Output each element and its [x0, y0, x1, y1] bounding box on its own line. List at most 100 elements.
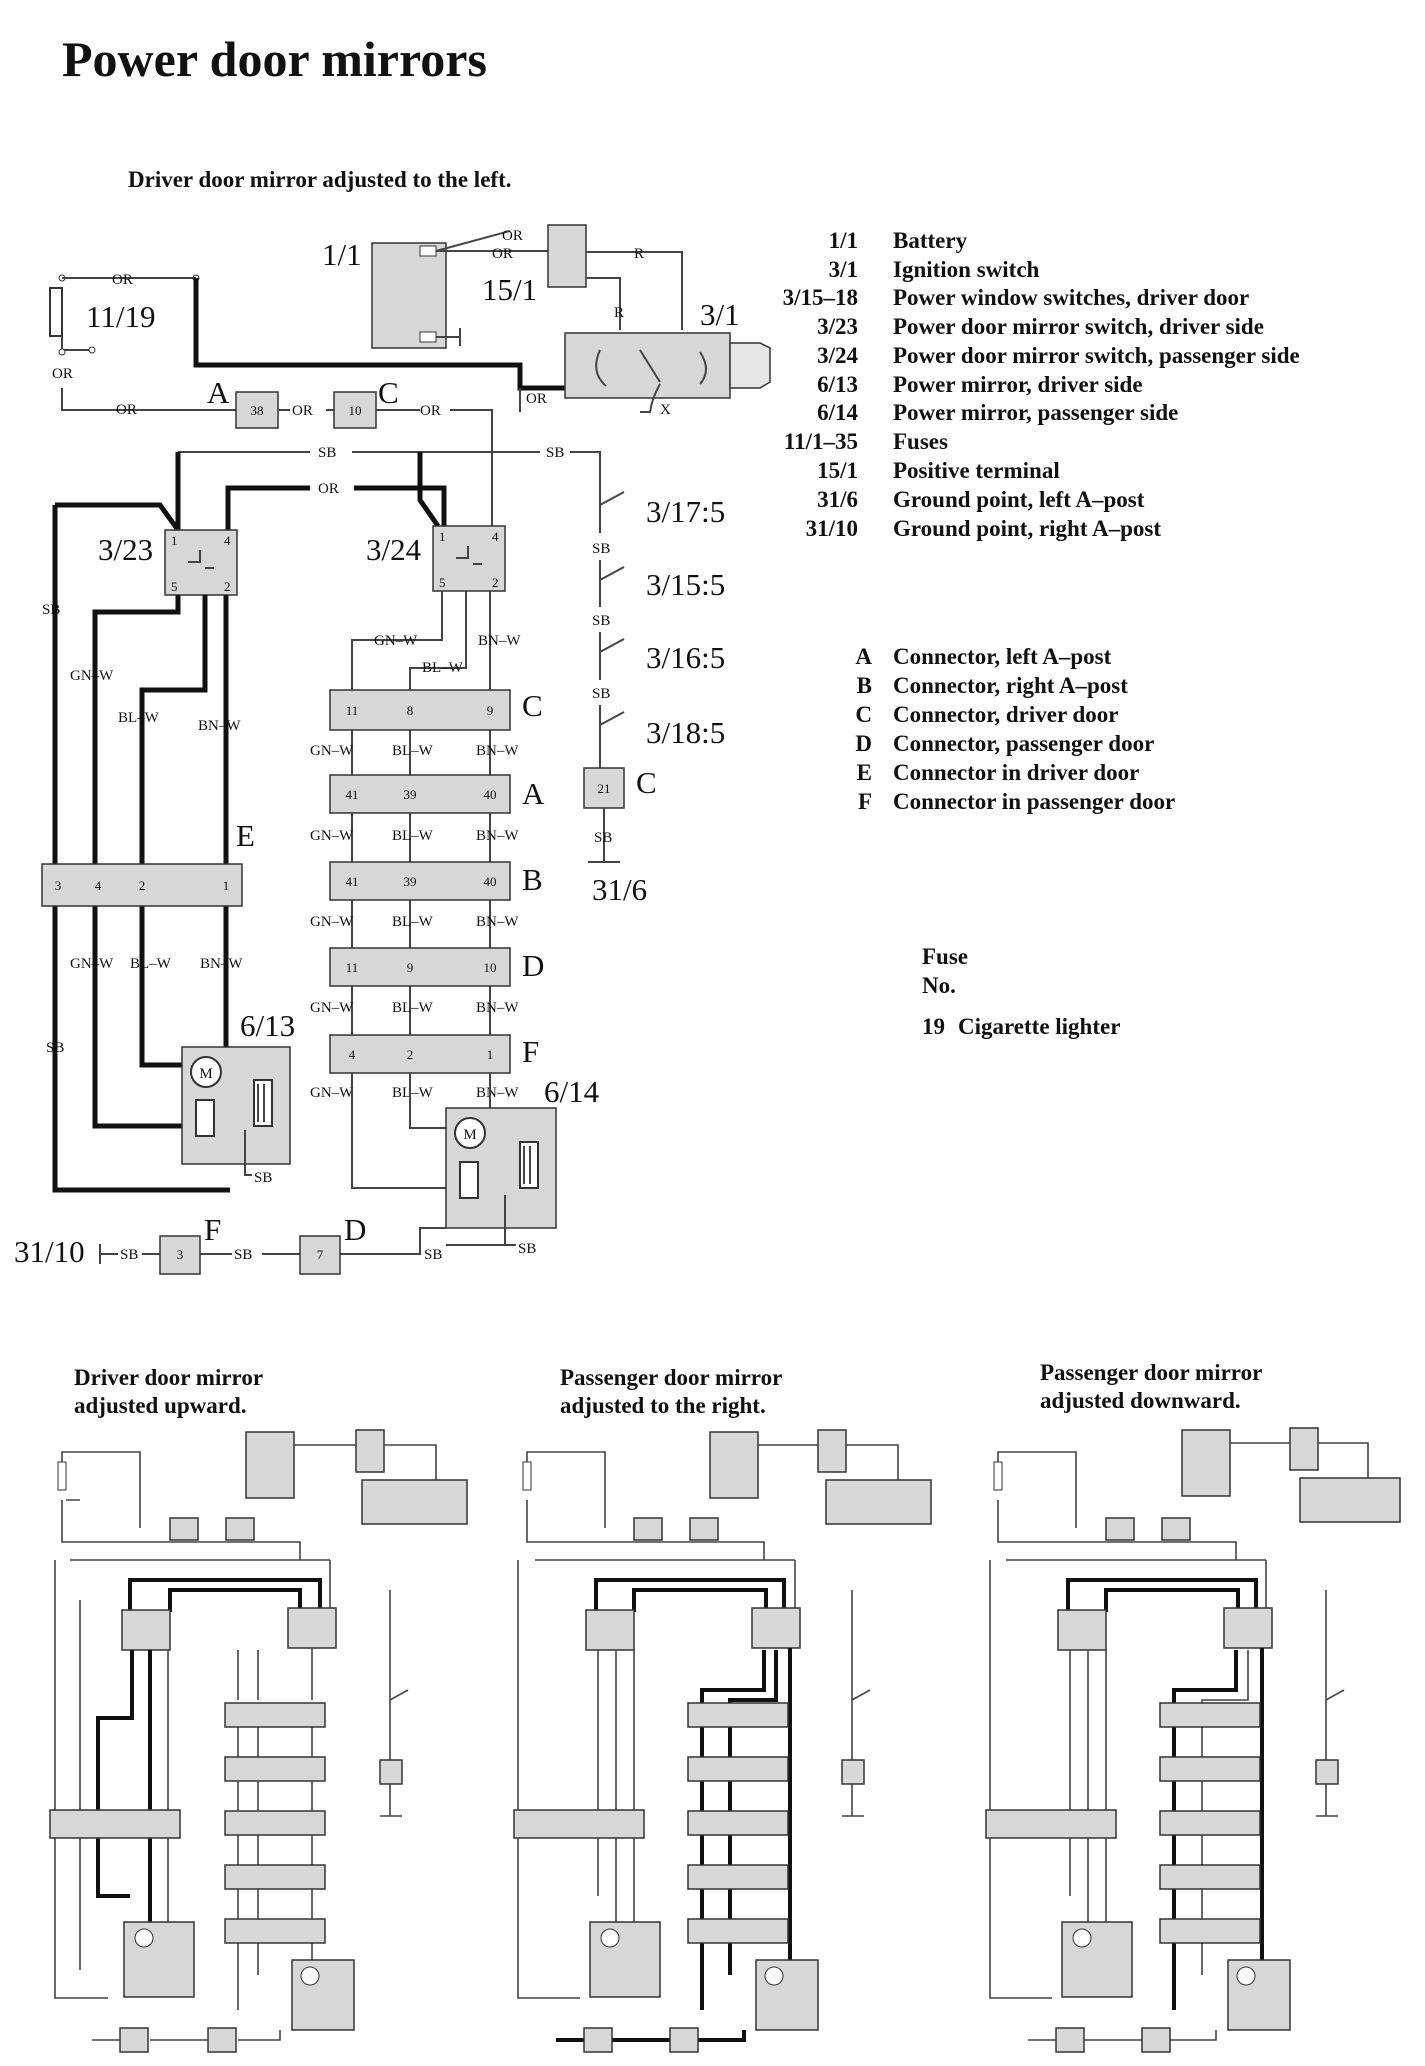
battery-ground: [436, 328, 461, 346]
pin-number: 41: [346, 787, 359, 802]
connector-legend: A Connector, left A–post B Connector, ri…: [855, 644, 1175, 814]
wire-sb-window: [570, 451, 601, 505]
mini-ignition: [361, 1479, 468, 1525]
mini-driver-thin: [597, 1650, 635, 1948]
wire-label-sb: SB: [234, 1247, 252, 1263]
pin-number: 1: [439, 529, 446, 544]
legend-text: Power window switches, driver door: [893, 285, 1249, 310]
feed-3-24-a: [417, 452, 441, 528]
mini-stack-block: [1159, 1864, 1261, 1890]
ignition-label: 3/1: [700, 297, 740, 332]
motor-symbol: [300, 1966, 320, 1986]
mini-stack-block: [1159, 1918, 1261, 1944]
wire-label-gn-w: GN–W: [310, 1000, 354, 1016]
fuse-legend: Fuse No. 19 Cigarette lighter: [922, 944, 1120, 1039]
fuse-output: [61, 336, 92, 351]
pin-number: 4: [224, 533, 231, 548]
wire-label-bn-w: BN–W: [200, 956, 243, 972]
mini-switch-passenger: [1223, 1607, 1273, 1649]
wire-label-sb: SB: [592, 686, 610, 702]
mini-connector-e: [49, 1809, 181, 1839]
mini-caption-2-line2: adjusted to the right.: [560, 1393, 766, 1418]
mini-connector: [1055, 2027, 1085, 2053]
heater-element: [257, 1084, 265, 1122]
wire-label-or: OR: [526, 391, 547, 407]
mini-mirror-passenger: [1227, 1959, 1291, 2031]
mini-connector: [379, 1759, 403, 1785]
motor-symbol: [1072, 1928, 1092, 1948]
connector-d-letter: D: [344, 1212, 366, 1247]
connector-a-letter: A: [207, 375, 230, 410]
wire-label-gn-w: GN–W: [70, 956, 114, 972]
legend-text: Fuses: [893, 429, 948, 454]
wire-label-sb: SB: [546, 445, 564, 461]
wire-label-gn-w: GN–W: [310, 743, 354, 759]
wire-r: [586, 251, 683, 330]
pin-number: 4: [95, 878, 102, 893]
terminal-dot: [88, 346, 96, 354]
mini-pass-thick: [1172, 1648, 1264, 2010]
mini-driver-thin: [79, 1600, 169, 1970]
wire-label-bl-w: BL–W: [392, 743, 434, 759]
pin-number: 38: [251, 403, 264, 418]
legend-text: Ignition switch: [893, 257, 1040, 282]
legend-code: 15/1: [817, 458, 858, 483]
mini-ground-line: [556, 2030, 746, 2042]
connector-f-pin: [159, 1235, 201, 1275]
mini-battery-wires: [294, 1444, 437, 1480]
pin-number: 11: [346, 703, 359, 718]
ignition-switch: [564, 332, 731, 399]
legend-text: Power mirror, driver side: [893, 372, 1143, 397]
pin-number: 2: [492, 575, 499, 590]
wire-label-bn-w: BN–W: [476, 743, 519, 759]
motor-symbol: [1236, 1966, 1256, 1986]
ignition-contacts: [595, 349, 707, 387]
pin-number: 3: [55, 878, 62, 893]
motor-symbol: [134, 1928, 154, 1948]
legend-text: Ground point, right A–post: [893, 516, 1161, 541]
wire-label-or: OR: [52, 366, 73, 382]
mini-connector: [669, 2027, 699, 2053]
wire-label-or: OR: [502, 228, 523, 244]
mini-fuse-lines: [997, 1500, 1266, 1561]
mini-feeds: [128, 1578, 322, 1615]
positive-terminal-label: 15/1: [482, 272, 537, 307]
mini-connector: [841, 1759, 865, 1785]
fuse-symbol: [522, 1461, 532, 1491]
pin-number: 8: [407, 703, 414, 718]
mini-switch-driver: [585, 1609, 635, 1651]
wire-label-sb: SB: [254, 1170, 272, 1186]
connector-text: Connector in driver door: [893, 760, 1139, 785]
mini-diagram-passenger-down: [985, 1427, 1401, 2053]
motor-symbol: [764, 1966, 784, 1986]
wire-label-or: OR: [318, 481, 339, 497]
ground-symbol: [99, 1244, 118, 1264]
legend-code: 3/24: [817, 343, 858, 368]
pin-number: 40: [484, 787, 497, 802]
mini-stack-block: [1159, 1702, 1261, 1728]
pin-number: 11: [346, 960, 359, 975]
connector-code: C: [855, 702, 872, 727]
wire-label-gn-w: GN–W: [70, 668, 114, 684]
mini-switch-passenger: [287, 1607, 337, 1649]
mini-caption-3-line1: Passenger door mirror: [1040, 1360, 1262, 1385]
pin-number: 3: [177, 1247, 184, 1262]
connector-c-letter: C: [378, 375, 399, 410]
mini-connector: [207, 2027, 237, 2053]
solenoid-symbol: [195, 1099, 215, 1137]
mini-stack-block: [1159, 1810, 1261, 1836]
switch-passenger-label: 3/24: [366, 532, 422, 567]
legend-code: 3/1: [829, 257, 858, 282]
mini-mirror-driver: [123, 1921, 195, 1998]
wire-label-sb: SB: [592, 613, 610, 629]
mirror-ground: [244, 1130, 252, 1176]
mini-stack-wires: [237, 1727, 313, 2010]
mini-mirror-driver: [1061, 1921, 1133, 1998]
driver-harness-bl: [139, 595, 208, 1068]
mini-mirror-driver: [589, 1921, 661, 1998]
mini-connector: [633, 1517, 663, 1541]
wire-label-gn-w: GN–W: [374, 633, 418, 649]
ground-line: [142, 1227, 505, 1255]
